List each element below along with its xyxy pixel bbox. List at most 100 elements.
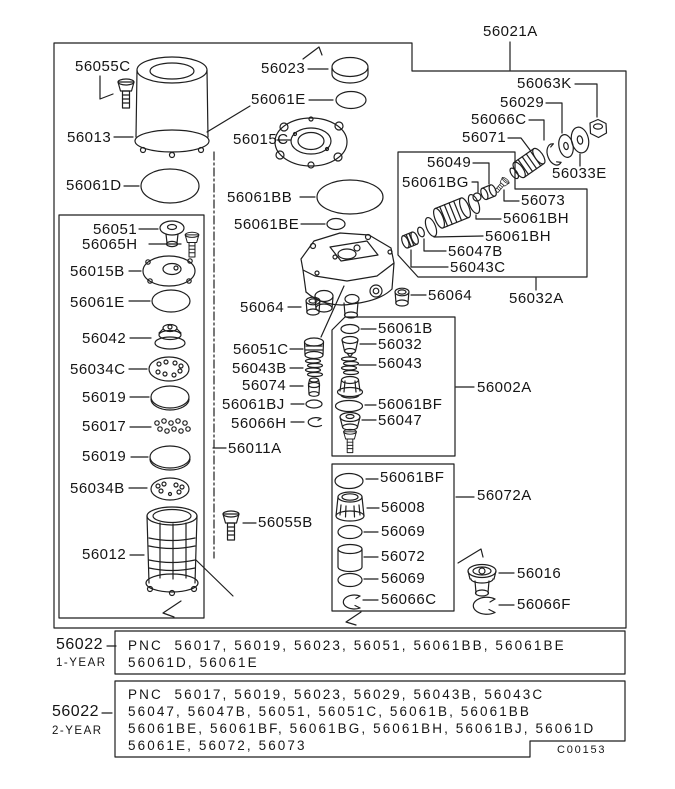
- part-label-56043b: 56043B: [232, 360, 287, 377]
- box-56032A-kit: [397, 151, 588, 278]
- pnc-line: PNC 56017, 56019, 56023, 56029, 56043B, …: [128, 687, 545, 702]
- part-plug-56043C: [401, 231, 419, 249]
- part-oring-56061E-box: [151, 289, 191, 313]
- part-label-56034b: 56034B: [70, 480, 125, 497]
- part-label-56033e: 56033E: [552, 165, 607, 182]
- part-label-56029: 56029: [500, 94, 545, 111]
- part-label-56072a: 56072A: [477, 487, 532, 504]
- part-label-56061bb: 56061BB: [227, 189, 293, 206]
- pnc-line: 56047, 56047B, 56051, 56051C, 56061B, 56…: [128, 704, 532, 719]
- outer-border: [53, 42, 627, 629]
- part-label-56061e: 56061E: [251, 91, 306, 108]
- part-label-56049: 56049: [427, 154, 472, 171]
- part-label-56019: 56019: [82, 389, 127, 406]
- part-label-56043: 56043: [378, 355, 423, 372]
- part-grommet-56016: [467, 563, 497, 597]
- part-label-56021a: 56021A: [483, 23, 538, 40]
- part-label-56064: 56064: [428, 287, 473, 304]
- part-nut-56002A: [336, 375, 364, 399]
- part-label-56015b: 56015B: [70, 263, 125, 280]
- part-label-56066h: 56066H: [231, 415, 287, 432]
- part-piston-assy-56071: [509, 147, 546, 180]
- part-label-56073: 56073: [521, 192, 566, 209]
- part-clip-56066H: [307, 417, 323, 428]
- part-oring-56069-1: [337, 524, 363, 540]
- part-label-56061bg: 56061BG: [402, 174, 469, 191]
- part-label-56074: 56074: [242, 377, 287, 394]
- pnc-line: 56061D, 56061E: [128, 655, 259, 670]
- part-boot-56042: [154, 323, 186, 350]
- part-spring-56043B: [304, 358, 324, 378]
- part-label-56069: 56069: [381, 523, 426, 540]
- pnc-period: 2-YEAR: [52, 725, 103, 737]
- part-bolt-56055C: [117, 78, 135, 109]
- part-label-56071: 56071: [462, 129, 507, 146]
- pnc-line: PNC 56017, 56019, 56023, 56051, 56061BB,…: [128, 638, 566, 653]
- part-piston-56032: [341, 335, 359, 358]
- part-label-56047: 56047: [378, 412, 423, 429]
- part-oring-56061BF-2A: [334, 399, 364, 413]
- part-plate-56015B: [142, 255, 196, 287]
- part-label-56002a: 56002A: [477, 379, 532, 396]
- part-spring-56043: [340, 356, 360, 376]
- part-label-56034c: 56034C: [70, 361, 126, 378]
- pnc-box-1year: [114, 630, 626, 675]
- pnc-part-number: 56022: [52, 703, 99, 720]
- part-clip-56066C-top: [546, 143, 562, 166]
- part-label-56061bh: 56061BH: [485, 228, 552, 245]
- part-label-56061b: 56061B: [378, 320, 433, 337]
- part-plate-56034B: [150, 477, 190, 501]
- part-washer-56033E: [570, 126, 590, 154]
- part-label-56015c: 56015C: [233, 131, 289, 148]
- part-label-56051c: 56051C: [233, 341, 289, 358]
- part-oring-56069-2: [337, 572, 363, 588]
- part-label-56023: 56023: [261, 60, 306, 77]
- part-nut-56063K: [589, 118, 608, 139]
- part-label-56063k: 56063K: [517, 75, 572, 92]
- part-grommet-56051: [159, 220, 185, 248]
- part-oring-small: [417, 226, 425, 238]
- part-cap-56023: [331, 56, 369, 84]
- part-cover-plate-56015C: [274, 116, 348, 169]
- part-label-56061d: 56061D: [66, 177, 122, 194]
- part-label-56019: 56019: [82, 448, 127, 465]
- part-diaphragm-56061D: [140, 168, 200, 204]
- part-label-56064: 56064: [240, 299, 285, 316]
- part-label-56072: 56072: [381, 548, 426, 565]
- part-label-56069: 56069: [381, 570, 426, 587]
- part-label-56066f: 56066F: [517, 596, 571, 613]
- part-oring-56061BH-2: [424, 216, 438, 238]
- part-label-56043c: 56043C: [450, 259, 506, 276]
- pnc-box-2year: [114, 680, 626, 758]
- part-cap-56047: [339, 411, 361, 431]
- sub-assembly-boxes: [58, 151, 588, 619]
- part-label-56016: 56016: [517, 565, 562, 582]
- part-plate-56034C: [148, 356, 190, 382]
- part-label-56055c: 56055C: [75, 58, 131, 75]
- part-label-56047b: 56047B: [448, 243, 503, 260]
- part-oring-56061BH-1: [467, 193, 481, 215]
- drawing-code: C00153: [557, 744, 607, 756]
- part-label-56051: 56051: [93, 221, 138, 238]
- part-label-56032: 56032: [378, 336, 423, 353]
- part-oring-56061E-top: [335, 90, 367, 110]
- pnc-line: 56061BE, 56061BF, 56061BG, 56061BH, 5606…: [128, 721, 596, 736]
- part-snap-ring-56066F: [472, 596, 496, 615]
- part-cap-56051C: [303, 337, 325, 360]
- part-cylinder-56072: [337, 543, 363, 573]
- part-reservoir-56013: [134, 56, 210, 159]
- box-56072A-kit: [331, 463, 455, 612]
- part-label-56061e: 56061E: [70, 294, 125, 311]
- pnc-period: 1-YEAR: [56, 657, 107, 669]
- part-label-56012: 56012: [82, 546, 127, 563]
- box-56011A-kit: [58, 214, 205, 619]
- part-bolt-56002A: [343, 428, 357, 454]
- part-label-56065h: 56065H: [82, 236, 138, 253]
- part-snap-ring-56066C: [342, 594, 361, 610]
- assembly-arrows: [162, 46, 484, 626]
- part-label-56011a: 56011A: [228, 440, 282, 457]
- part-diaphragm-56019-1: [150, 385, 190, 411]
- part-bolt-56065H: [184, 231, 200, 258]
